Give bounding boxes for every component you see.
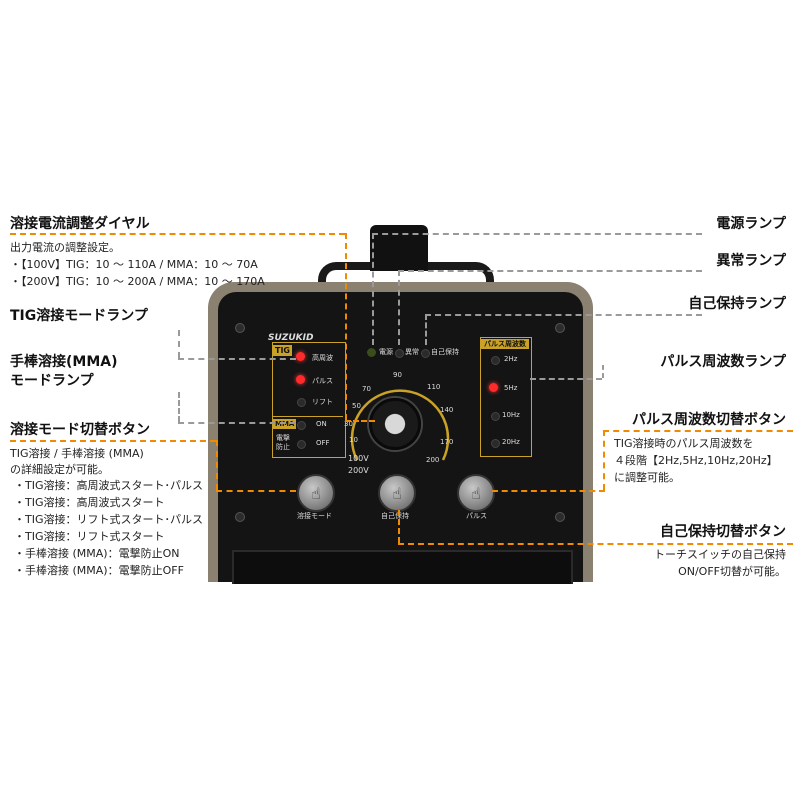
screw [235, 323, 245, 333]
voltage-200v: 200V [348, 466, 369, 475]
mode-desc-8: ・手棒溶接 (MMA)：電撃防止OFF [14, 564, 184, 577]
mode-desc-3: ・TIG溶接：高周波式スタート･パルス [14, 479, 203, 492]
self-hold-button[interactable]: ☝ [378, 474, 416, 512]
brand-logo: SUZUKID [268, 333, 314, 343]
pulse-desc-1: TIG溶接時のパルス周波数を [614, 437, 754, 450]
hand-press-icon: ☝ [392, 483, 402, 503]
scale-170: 170 [440, 438, 454, 446]
pulse-header: パルス周波数 [481, 339, 529, 349]
tig-hf-label: 高周波 [312, 354, 333, 362]
pulse-5hz-led [489, 383, 498, 392]
mode-desc-6: ・TIG溶接：リフト式スタート [14, 530, 165, 543]
error-led-label: 異常 [405, 348, 419, 356]
hand-press-icon: ☝ [311, 483, 321, 503]
tig-lift-label: リフト [312, 398, 333, 406]
mma-lamp-callout-title-2: モードランプ [10, 373, 94, 389]
pulse-5hz-label: 5Hz [504, 384, 518, 392]
pulse-10hz-led [491, 412, 500, 421]
scale-50: 50 [352, 402, 361, 410]
pulse-desc-3: に調整可能。 [614, 471, 680, 484]
pulse-10hz-label: 10Hz [502, 411, 520, 419]
dial-callout-title: 溶接電流調整ダイヤル [10, 216, 150, 232]
hand-press-icon: ☝ [471, 483, 481, 503]
pulse-20hz-led [491, 439, 500, 448]
self-hold-lamp-callout-title: 自己保持ランプ [688, 296, 786, 312]
mode-desc-4: ・TIG溶接：高周波式スタート [14, 496, 165, 509]
mode-desc-1: TIG溶接 / 手棒溶接 (MMA) [10, 447, 144, 460]
error-led [395, 349, 404, 358]
voltage-100v: 100V [348, 454, 369, 463]
scale-30: 30 [344, 420, 353, 428]
mode-button-callout-title: 溶接モード切替ボタン [10, 422, 150, 438]
self-hold-led-label: 自己保持 [431, 348, 459, 356]
self-hold-led [421, 349, 430, 358]
pulse-20hz-label: 20Hz [502, 438, 520, 446]
mode-switch-button[interactable]: ☝ [297, 474, 335, 512]
pulse-button-callout-title: パルス周波数切替ボタン [632, 412, 786, 428]
power-led-label: 電源 [379, 348, 393, 356]
self-hold-button-callout-title: 自己保持切替ボタン [660, 524, 786, 540]
tig-tag: TIG [273, 345, 292, 356]
scale-90: 90 [393, 371, 402, 379]
lower-cabinet [232, 550, 573, 584]
tig-lamp-callout-title: TIG溶接モードランプ [10, 308, 148, 324]
current-dial-scale [350, 389, 450, 461]
handle-grip [370, 225, 428, 271]
pulse-2hz-led [491, 356, 500, 365]
mode-desc-5: ・TIG溶接：リフト式スタート･パルス [14, 513, 203, 526]
mma-off-label: OFF [316, 439, 330, 447]
scale-70: 70 [362, 385, 371, 393]
screw [235, 512, 245, 522]
tig-lift-led [297, 398, 306, 407]
mma-off-led [297, 440, 306, 449]
pulse-button-label: パルス [466, 512, 487, 520]
mma-tag: MMA [273, 419, 297, 429]
screw [555, 512, 565, 522]
power-lamp-callout-title: 電源ランプ [716, 216, 786, 232]
mode-switch-label: 溶接モード [297, 512, 332, 520]
error-lamp-callout-title: 異常ランプ [716, 253, 786, 269]
tig-pulse-led [296, 375, 305, 384]
self-hold-desc-1: トーチスイッチの自己保持 [654, 548, 786, 561]
pulse-lamp-callout-title: パルス周波数ランプ [660, 354, 786, 370]
mode-desc-7: ・手棒溶接 (MMA)：電撃防止ON [14, 547, 180, 560]
screw [555, 323, 565, 333]
pulse-desc-2: ４段階【2Hz,5Hz,10Hz,20Hz】 [614, 454, 778, 467]
mma-on-led [297, 421, 306, 430]
tig-hf-led [296, 352, 305, 361]
scale-10: 10 [349, 436, 358, 444]
scale-140: 140 [440, 406, 454, 414]
tig-pulse-label: パルス [312, 377, 333, 385]
divider [273, 416, 343, 417]
scale-110: 110 [427, 383, 441, 391]
pulse-lamp-box [480, 337, 532, 457]
mma-lamp-callout-title-1: 手棒溶接(MMA) [10, 354, 118, 370]
mode-desc-2: の詳細設定が可能。 [10, 463, 109, 476]
dial-desc-1: 出力電流の調整設定。 [10, 241, 120, 254]
pulse-2hz-label: 2Hz [504, 355, 518, 363]
scale-200: 200 [426, 456, 440, 464]
current-dial[interactable] [369, 398, 421, 450]
power-led [367, 348, 376, 357]
dial-desc-2: ・【100V】TIG：10 ～ 110A / MMA：10 ～ 70A [10, 258, 258, 271]
mma-sub-label: 電撃防止 [276, 434, 290, 451]
self-hold-desc-2: ON/OFF切替が可能。 [678, 565, 786, 578]
dial-desc-3: ・【200V】TIG：10 ～ 200A / MMA：10 ～ 170A [10, 275, 265, 288]
pulse-button[interactable]: ☝ [457, 474, 495, 512]
self-hold-button-label: 自己保持 [381, 512, 409, 520]
mma-on-label: ON [316, 420, 327, 428]
